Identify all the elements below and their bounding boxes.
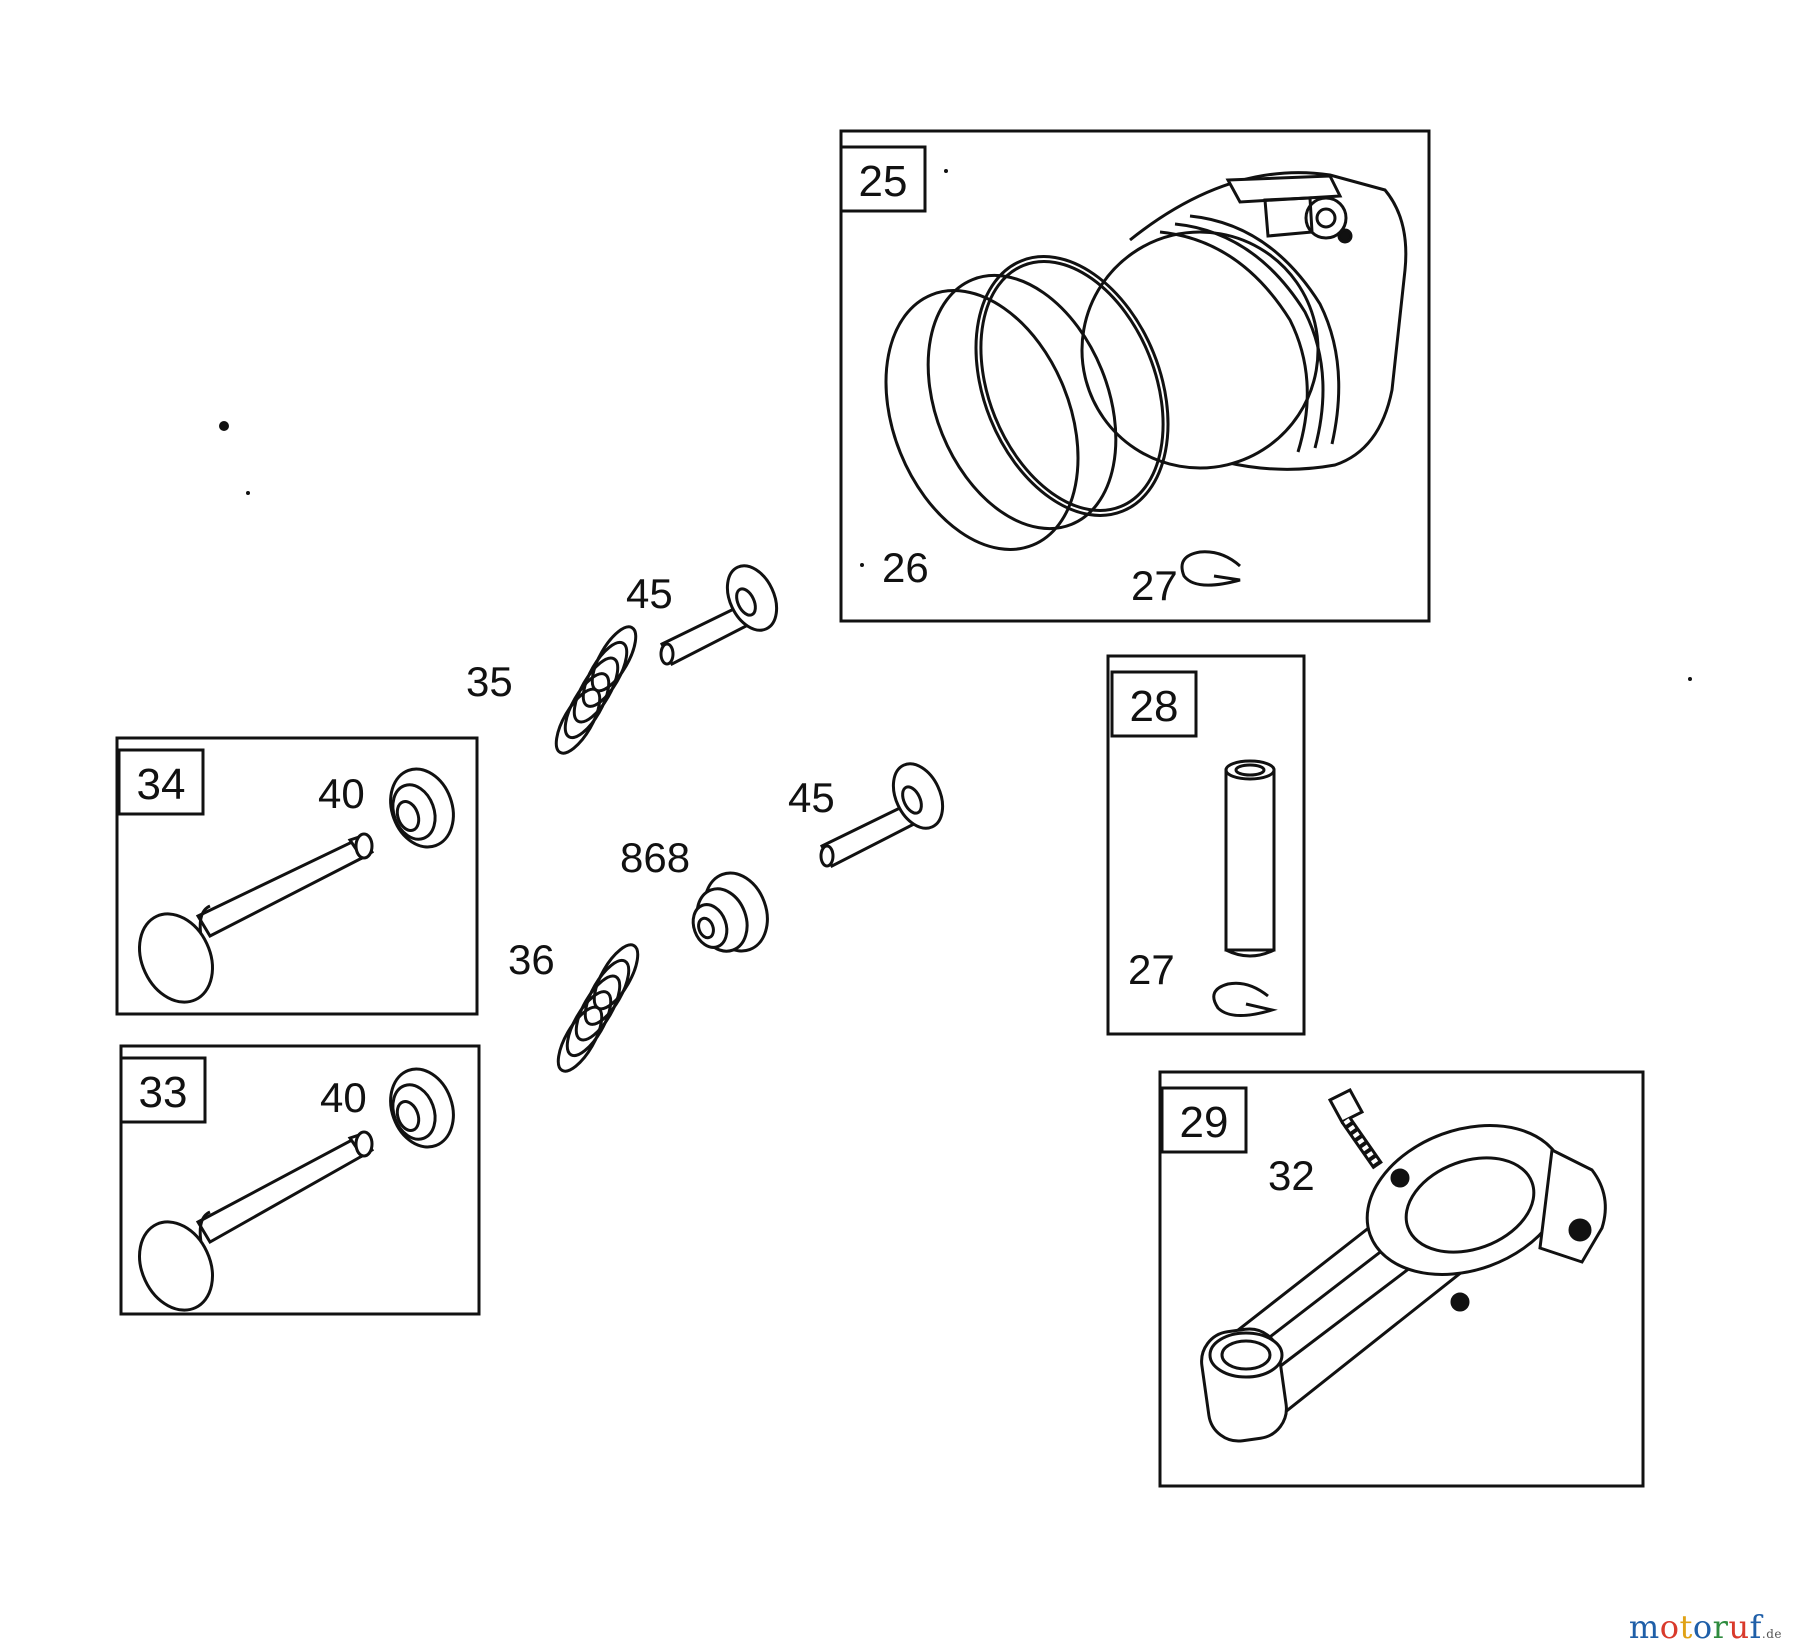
scan-speck <box>944 169 948 173</box>
piston-clip-drawing <box>1180 550 1241 587</box>
callout-spring-upper: 35 <box>466 658 513 705</box>
valve-34-drawing <box>138 832 375 1004</box>
group-label-frame-28 <box>1110 670 1198 738</box>
pin-clip-drawing <box>1212 981 1278 1017</box>
piston-drawing <box>1080 171 1408 471</box>
group-25-piston-kit[interactable]: 25 26 27 <box>839 129 1431 623</box>
group-label-25: 25 <box>859 157 908 206</box>
callout-pin-clip: 27 <box>1128 946 1175 993</box>
group-label-frame-33 <box>119 1056 207 1124</box>
tappet-upper[interactable]: 45 <box>626 558 786 667</box>
callout-valve-33-retainer: 40 <box>320 1074 367 1121</box>
group-34-valve[interactable]: 34 40 <box>115 736 479 1016</box>
rod-bolt-drawing <box>1327 1088 1383 1170</box>
scan-speck <box>246 491 250 495</box>
callout-piston-rings: 26 <box>882 544 929 591</box>
watermark-letter: m <box>1628 1608 1660 1646</box>
watermark-logo: motoruf.de <box>1629 1608 1782 1646</box>
callout-spring-lower: 36 <box>508 936 555 983</box>
valve-spring-lower[interactable]: 36 <box>508 936 648 1079</box>
group-label-frame-29 <box>1160 1086 1248 1154</box>
group-box-33 <box>119 1044 481 1316</box>
group-box-29 <box>1158 1070 1645 1488</box>
seal-drawing <box>691 871 769 953</box>
group-label-29: 29 <box>1180 1098 1229 1147</box>
group-33-valve[interactable]: 33 40 <box>119 1044 481 1322</box>
watermark-letter: t <box>1679 1608 1693 1646</box>
scan-speck <box>860 563 864 567</box>
spring-upper-drawing <box>546 619 646 761</box>
group-label-frame-25 <box>839 145 927 213</box>
watermark-letter: f <box>1749 1608 1762 1646</box>
callout-piston-clip: 27 <box>1131 562 1178 609</box>
spring-lower-drawing <box>548 937 648 1079</box>
valve-34-retainer-drawing <box>389 767 455 849</box>
callout-tappet-lower: 45 <box>788 774 835 821</box>
watermark-letter: o <box>1659 1608 1680 1646</box>
valve-33-drawing <box>138 1130 375 1312</box>
group-box-28 <box>1106 654 1306 1036</box>
group-label-33: 33 <box>139 1068 188 1117</box>
tappet-upper-drawing <box>659 564 779 667</box>
valve-seal[interactable]: 868 <box>620 834 778 960</box>
watermark-tld: .de <box>1761 1627 1782 1641</box>
group-box-34 <box>115 736 479 1016</box>
tappet-lower-drawing <box>819 762 945 869</box>
callout-rod-bolt: 32 <box>1268 1152 1315 1199</box>
group-label-28: 28 <box>1130 682 1179 731</box>
group-29-connecting-rod[interactable]: 29 32 <box>1158 1070 1645 1488</box>
scan-speck <box>219 421 229 431</box>
tappet-lower[interactable]: 45 <box>788 756 952 869</box>
watermark-letter: u <box>1728 1608 1750 1646</box>
valve-spring-upper[interactable]: 35 <box>466 619 646 761</box>
callout-tappet-upper: 45 <box>626 570 673 617</box>
piston-rings-drawing <box>884 255 1170 551</box>
scan-speck <box>1688 677 1692 681</box>
valve-33-retainer-drawing <box>389 1067 455 1149</box>
watermark-letter: o <box>1692 1608 1713 1646</box>
watermark-letter: r <box>1712 1608 1729 1646</box>
group-28-piston-pin[interactable]: 28 27 <box>1106 654 1306 1036</box>
group-label-34: 34 <box>137 760 186 809</box>
connecting-rod-drawing <box>1200 1124 1607 1443</box>
group-box-25 <box>839 129 1431 623</box>
piston-pin-drawing <box>1224 759 1276 958</box>
group-label-frame-34 <box>117 748 205 816</box>
callout-valve-34-retainer: 40 <box>318 770 365 817</box>
callout-seal: 868 <box>620 834 690 881</box>
